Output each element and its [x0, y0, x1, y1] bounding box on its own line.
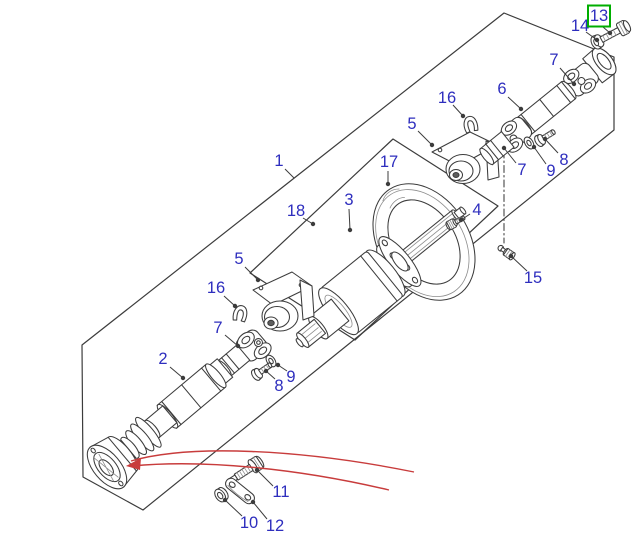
callout-label-c9t[interactable]: 9	[546, 162, 555, 180]
callout-label-c16t[interactable]: 16	[438, 89, 456, 107]
callout-dot-c3	[347, 227, 353, 233]
part-center-bearing-bracket-top	[431, 131, 500, 185]
outer-border-frame	[81, 12, 615, 511]
callout-label-c14[interactable]: 14	[571, 17, 589, 35]
callout-dot-c11	[254, 467, 260, 473]
callout-dot-c16t	[460, 113, 466, 119]
callout-dot-c6	[518, 106, 524, 112]
part-lock-plate-12	[225, 477, 255, 505]
callout-leader-c8t	[544, 138, 559, 154]
callout-leader-c12	[252, 501, 268, 520]
callout-dot-c2	[180, 375, 186, 381]
callout-label-c10[interactable]: 10	[240, 514, 258, 532]
part-center-bearing-bracket-mid	[252, 271, 315, 332]
callout-leader-c7m	[224, 334, 239, 347]
callout-label-c1[interactable]: 1	[274, 152, 283, 170]
callout-label-c9m[interactable]: 9	[286, 368, 295, 386]
callout-leader-c2	[169, 366, 184, 379]
callout-dot-c10	[222, 497, 228, 503]
callout-label-c17[interactable]: 17	[380, 153, 398, 171]
callout-leader-c14	[585, 31, 598, 41]
part-front-propshaft	[86, 329, 272, 490]
callout-label-c16m[interactable]: 16	[207, 279, 225, 297]
red-arrow-curve-upper	[130, 450, 415, 473]
callout-dot-c7t	[571, 81, 577, 87]
callout-label-c4[interactable]: 4	[472, 201, 481, 219]
callout-label-c13[interactable]: 13	[590, 7, 608, 25]
callout-dot-c18	[310, 221, 316, 227]
callout-leader-c11	[256, 469, 274, 487]
callout-label-c15[interactable]: 15	[524, 269, 542, 287]
callout-label-c2[interactable]: 2	[158, 350, 167, 368]
callout-label-c6[interactable]: 6	[497, 80, 506, 98]
callout-dot-c5m	[255, 277, 261, 283]
callout-leader-c9t	[533, 146, 547, 165]
red-arrow-curve-lower	[131, 463, 390, 491]
callout-dot-c14	[594, 37, 600, 43]
callout-dot-c8m	[263, 368, 269, 374]
callout-leader-c10	[224, 499, 243, 517]
callout-leader-c6	[507, 96, 522, 110]
callout-dot-c8t	[542, 136, 548, 142]
part-bolt-8-mid	[250, 362, 273, 381]
callout-leader-c1	[284, 168, 295, 179]
callout-leader-c15	[510, 255, 528, 272]
callout-label-c3[interactable]: 3	[344, 191, 353, 209]
part-nut-10	[214, 487, 229, 503]
callout-dot-c16m	[232, 303, 238, 309]
part-rear-propshaft	[479, 47, 617, 166]
callout-dot-c17	[385, 181, 391, 187]
callout-dot-c15	[508, 253, 514, 259]
callout-leader-c5m	[244, 266, 259, 281]
callout-dot-c12	[250, 499, 256, 505]
highlight-box-c13	[587, 4, 611, 28]
callout-leader-c16m	[223, 295, 236, 307]
callout-dot-c7m	[235, 343, 241, 349]
callout-label-c7m[interactable]: 7	[213, 319, 222, 337]
callout-label-c11[interactable]: 11	[272, 483, 289, 501]
callout-label-c12[interactable]: 12	[266, 517, 284, 535]
callout-leader-c5t	[417, 130, 433, 146]
callout-leader-c16t	[452, 104, 464, 117]
callout-label-c7r[interactable]: 7	[517, 161, 526, 179]
callout-dot-c9t	[531, 144, 537, 150]
callout-label-c18[interactable]: 18	[287, 202, 305, 220]
callout-leader-c7t	[559, 67, 575, 85]
callout-label-c8t[interactable]: 8	[559, 151, 568, 169]
callout-leader-c7r	[503, 147, 517, 164]
callout-label-c8m[interactable]: 8	[274, 377, 283, 395]
callout-dot-c4	[458, 217, 464, 223]
callout-label-c5m[interactable]: 5	[234, 250, 243, 268]
part-bolt-8-top	[534, 129, 556, 147]
callout-dot-c9m	[275, 362, 281, 368]
part-washer-9-top	[523, 136, 535, 150]
callout-leader-c3	[348, 208, 351, 231]
callout-label-c7t[interactable]: 7	[549, 51, 558, 69]
part-retaining-clip-mid	[232, 305, 248, 323]
red-pointer-arrows	[126, 450, 415, 491]
callout-dot-c7r	[501, 145, 507, 151]
callout-label-c5t[interactable]: 5	[407, 115, 416, 133]
red-arrowhead	[126, 458, 141, 470]
callout-dot-c13	[607, 30, 613, 36]
callout-dot-c5t	[429, 142, 435, 148]
part-retaining-clip-top	[463, 115, 479, 134]
